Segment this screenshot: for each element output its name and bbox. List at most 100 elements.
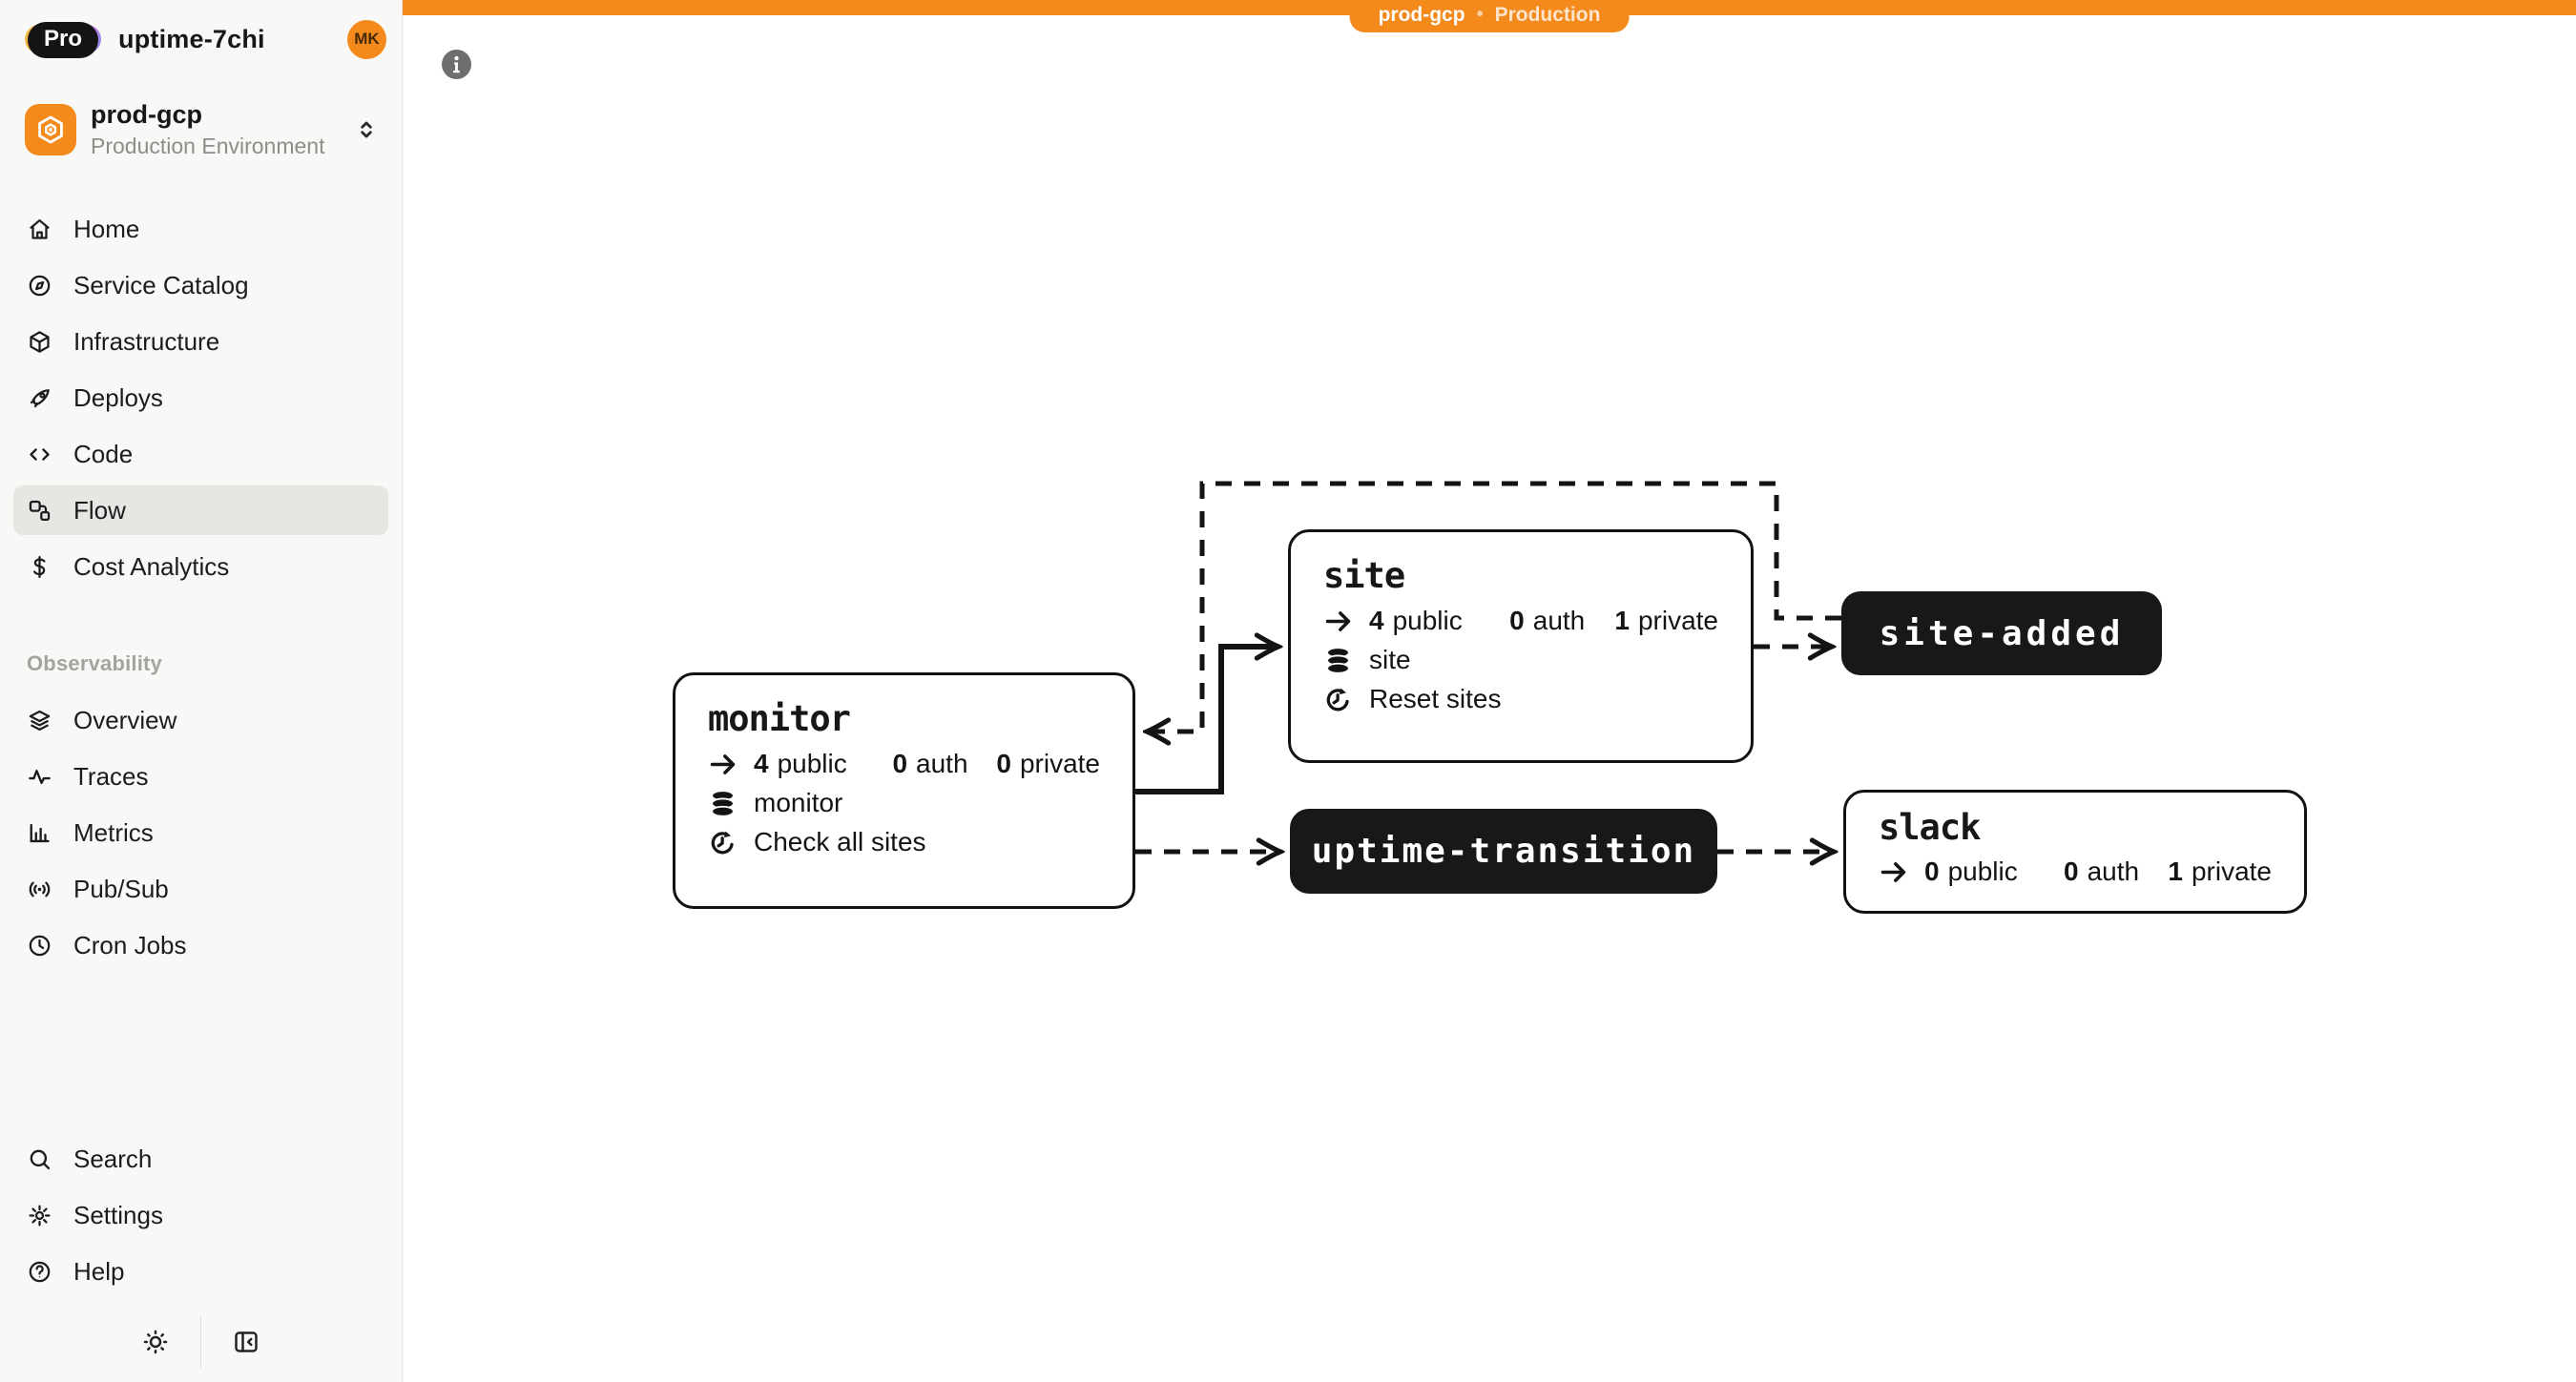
auth-label: auth	[916, 749, 968, 778]
collapse-sidebar-button[interactable]	[224, 1320, 268, 1364]
info-button[interactable]	[442, 50, 471, 79]
private-count: 0	[996, 749, 1011, 778]
sidebar-item-cost-analytics[interactable]: Cost Analytics	[13, 542, 388, 591]
edge-site-added-to-monitor	[1147, 481, 1841, 732]
sidebar-item-label: Home	[73, 214, 140, 243]
service-title: slack	[1879, 807, 1981, 848]
service-catalog-icon	[27, 273, 52, 299]
arrow-right-icon	[708, 750, 737, 779]
sidebar-item-label: Infrastructure	[73, 326, 220, 356]
database-row: monitor	[708, 788, 1100, 818]
sidebar-item-label: Pub/Sub	[73, 874, 169, 903]
environment-tab-name: prod-gcp	[1378, 3, 1465, 26]
code-icon	[27, 442, 52, 467]
endpoints-row: 4 public 0 auth 1 private	[1323, 606, 1718, 636]
pubsub-broadcast-icon	[27, 877, 52, 902]
database-row: site	[1323, 645, 1718, 675]
public-label: public	[777, 749, 847, 778]
service-node-site[interactable]: site 4 public 0 auth 1 private	[1288, 529, 1754, 763]
sidebar-item-search[interactable]: Search	[13, 1134, 388, 1184]
pro-plan-badge: Pro	[25, 22, 102, 58]
cost-analytics-dollar-icon	[27, 554, 52, 580]
pro-plan-badge-label: Pro	[28, 22, 99, 58]
sidebar-item-label: Cron Jobs	[73, 930, 187, 959]
sidebar-item-metrics[interactable]: Metrics	[13, 808, 388, 857]
cron-clock-icon	[708, 828, 737, 857]
sidebar-footer: Search Settings	[0, 1134, 402, 1382]
collapse-sidebar-icon	[232, 1328, 260, 1356]
topic-label: site-added	[1879, 613, 2125, 653]
observability-nav: Overview Traces Metrics	[13, 695, 388, 977]
service-node-monitor[interactable]: monitor 4 public 0 auth 0 private	[673, 672, 1135, 909]
sidebar-item-settings[interactable]: Settings	[13, 1190, 388, 1240]
sidebar-item-label: Settings	[73, 1200, 163, 1229]
sidebar-item-cron-jobs[interactable]: Cron Jobs	[13, 920, 388, 970]
sidebar-item-deploys[interactable]: Deploys	[13, 373, 388, 423]
sidebar-item-label: Metrics	[73, 817, 154, 847]
endpoints-row: 0 public 0 auth 1 private	[1879, 856, 2272, 887]
edge-monitor-to-site	[1135, 647, 1278, 794]
sidebar-item-pubsub[interactable]: Pub/Sub	[13, 864, 388, 914]
environment-description: Production Environment	[91, 133, 325, 158]
endpoints-row: 4 public 0 auth 0 private	[708, 749, 1100, 779]
topic-label: uptime-transition	[1311, 832, 1696, 871]
flow-edges	[1135, 481, 1841, 1382]
cron-row: Check all sites	[708, 827, 1100, 857]
private-endpoints: 1 private	[2168, 856, 2272, 887]
help-icon	[27, 1259, 52, 1285]
sidebar-item-home[interactable]: Home	[13, 204, 388, 254]
auth-count: 0	[2064, 856, 2079, 886]
public-endpoints: 4 public	[1369, 606, 1509, 636]
environment-name: prod-gcp	[91, 100, 202, 130]
traces-pulse-icon	[27, 764, 52, 790]
auth-label: auth	[2087, 856, 2140, 886]
sidebar-item-traces[interactable]: Traces	[13, 752, 388, 801]
sidebar-item-flow[interactable]: Flow	[13, 485, 388, 535]
flow-canvas[interactable]: prod-gcp • Production monitor	[403, 0, 2576, 1382]
sidebar-item-code[interactable]: Code	[13, 429, 388, 479]
home-icon	[27, 217, 52, 242]
auth-count: 0	[892, 749, 908, 778]
search-icon	[27, 1146, 52, 1172]
service-node-slack[interactable]: slack 0 public 0 auth 1 private	[1843, 790, 2307, 914]
layers-icon	[27, 708, 52, 733]
private-count: 1	[1614, 606, 1630, 635]
private-label: private	[1637, 606, 1718, 635]
topic-node-uptime-transition[interactable]: uptime-transition	[1290, 809, 1717, 894]
infrastructure-icon	[27, 329, 52, 355]
service-title: monitor	[708, 698, 851, 739]
footer-nav: Search Settings	[13, 1134, 388, 1296]
cron-row: Reset sites	[1323, 684, 1718, 714]
topic-node-site-added[interactable]: site-added	[1841, 591, 2162, 675]
public-count: 0	[1924, 856, 1940, 886]
public-label: public	[1947, 856, 2018, 886]
sidebar-item-overview[interactable]: Overview	[13, 695, 388, 745]
arrow-right-icon	[1879, 857, 1908, 887]
sidebar-item-label: Code	[73, 439, 134, 468]
sidebar-item-help[interactable]: Help	[13, 1247, 388, 1296]
database-icon	[1323, 646, 1353, 675]
gear-icon	[27, 1203, 52, 1228]
environment-tab-type: Production	[1494, 3, 1601, 26]
clock-icon	[27, 933, 52, 959]
theme-toggle-button[interactable]	[134, 1320, 177, 1364]
flow-icon	[27, 498, 52, 524]
public-count: 4	[1369, 606, 1384, 635]
sidebar-item-infrastructure[interactable]: Infrastructure	[13, 317, 388, 366]
controls-divider	[200, 1316, 201, 1368]
environment-cloud-icon	[25, 104, 76, 155]
public-endpoints: 4 public	[754, 749, 892, 779]
avatar[interactable]: MK	[347, 19, 386, 59]
sidebar-item-label: Help	[73, 1256, 125, 1286]
sidebar-item-label: Service Catalog	[73, 270, 249, 299]
sidebar-item-service-catalog[interactable]: Service Catalog	[13, 260, 388, 310]
sidebar-item-label: Search	[73, 1144, 153, 1173]
environment-selector[interactable]: prod-gcp Production Environment	[25, 100, 379, 158]
cron-clock-icon	[1323, 685, 1353, 714]
sidebar-header: Pro uptime-7chi MK	[0, 0, 402, 59]
sidebar-item-label: Overview	[73, 705, 177, 734]
sun-icon	[141, 1328, 170, 1356]
database-icon	[708, 789, 737, 818]
primary-nav: Home Service Catalog Infrastructure	[13, 204, 388, 598]
environment-text: prod-gcp Production Environment	[91, 100, 324, 158]
